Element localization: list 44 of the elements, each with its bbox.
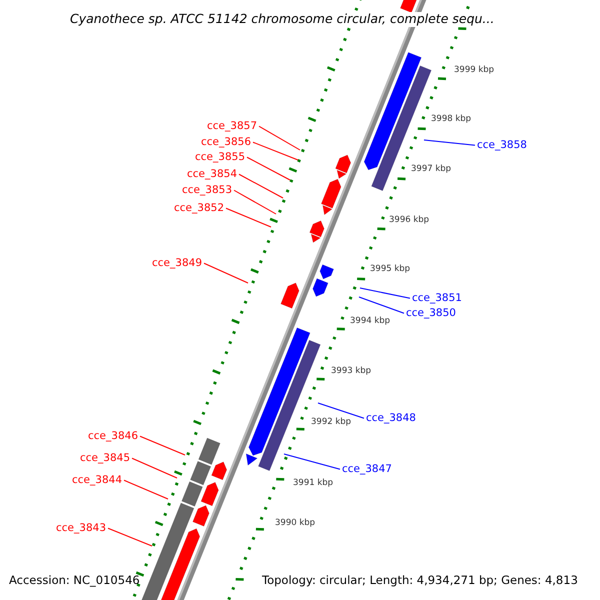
leader-line (358, 296, 404, 314)
leader-line (234, 190, 276, 214)
scale-label: 3990 kbp (275, 519, 316, 528)
scale-label: 3997 kbp (411, 165, 452, 174)
gene-label: cce_3853 (182, 185, 232, 196)
gene-label: cce_3847 (342, 464, 392, 474)
gene-label: cce_3846 (88, 431, 138, 442)
scale-label: 3993 kbp (331, 367, 372, 376)
leader-line (226, 208, 272, 228)
leader-line (284, 454, 340, 470)
leader-line (424, 140, 476, 146)
gene-label: cce_3849 (152, 258, 202, 268)
gene-label: cce_3858 (477, 140, 527, 150)
gene-label: cce_3857 (207, 121, 257, 132)
leader-line (252, 142, 298, 160)
scale-label: 3995 kbp (370, 265, 410, 274)
leader-line (318, 402, 364, 419)
gene-label: cce_3856 (201, 137, 251, 148)
leader-line (238, 174, 284, 198)
scale-label: 3992 kbp (311, 418, 352, 426)
leader-line (246, 156, 290, 180)
scale-label: 3991 kbp (293, 479, 334, 488)
footer-text: Topology: circular; Length: 4,934,271 bp; Genes: 4,813 (262, 575, 578, 586)
gene-label: cce_3854 (187, 169, 237, 180)
footer-text: Accession: NC_010546 (9, 575, 140, 586)
gene-label: cce_3845 (80, 453, 130, 464)
leader-line (360, 288, 410, 299)
gene-label: cce_3850 (406, 308, 456, 318)
leader-line (108, 528, 152, 546)
gene-label: cce_3843 (56, 523, 106, 534)
gene-label: cce_3851 (412, 293, 462, 304)
leader-line (132, 458, 178, 478)
scale-label: 3996 kbp (389, 216, 430, 224)
gene-label: cce_3848 (366, 413, 416, 424)
scale-label: 3999 kbp (454, 66, 494, 74)
gene-label: cce_3855 (195, 152, 245, 162)
scale-label: 3998 kbp (431, 115, 472, 124)
scale-label: 3994 kbp (350, 317, 390, 326)
gene-label: cce_3852 (174, 203, 224, 214)
leader-line (204, 262, 248, 284)
leader-line (140, 436, 186, 456)
leader-line (258, 126, 300, 150)
leader-line (124, 480, 168, 500)
gene-label: cce_3844 (72, 475, 122, 486)
